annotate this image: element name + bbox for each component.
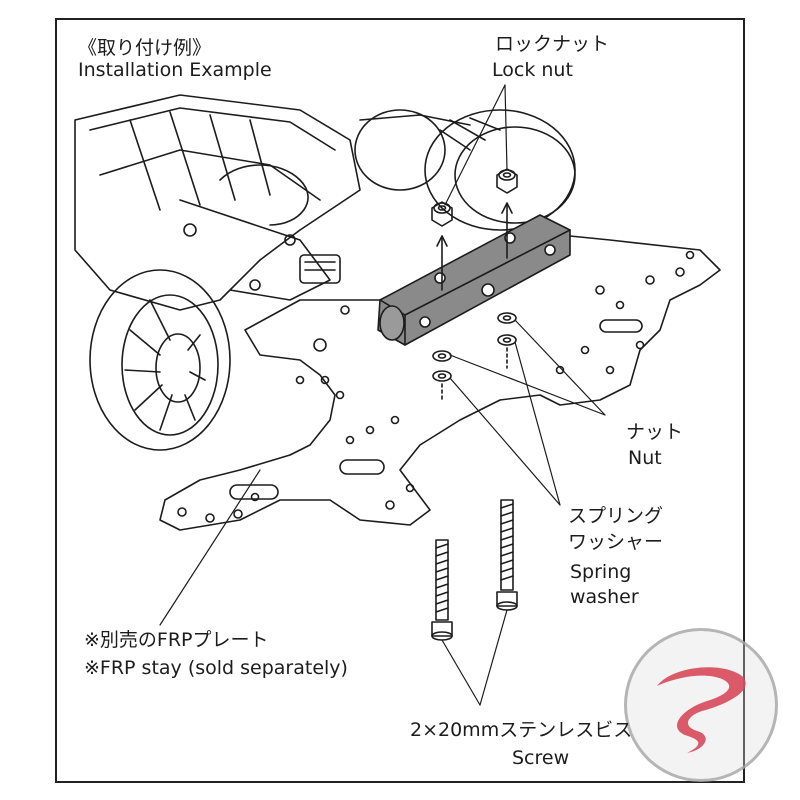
frp-label-jp: ※別売のFRPプレート xyxy=(84,629,269,651)
rear-wheel xyxy=(89,269,231,451)
assembly-arrows xyxy=(436,202,513,291)
roller-stay xyxy=(377,214,571,346)
frp-plate xyxy=(159,234,721,531)
title-jp: 《取り付け例》 xyxy=(78,37,212,59)
lock-nut-label-en: Lock nut xyxy=(492,59,573,81)
watermark-swirl-icon xyxy=(657,667,746,753)
lock-nut-right xyxy=(496,168,518,194)
spring-washer-label-jp-2: ワッシャー xyxy=(568,531,664,553)
spring-washer-label-en-1: Spring xyxy=(570,561,632,583)
screw-right xyxy=(496,499,518,611)
frp-label-en: ※FRP stay (sold separately) xyxy=(84,657,348,679)
lock-nut-label-jp: ロックナット xyxy=(495,33,610,55)
nut-label-en: Nut xyxy=(628,447,662,469)
watermark-badge xyxy=(624,628,778,782)
screw-label-jp: 2×20mmステンレスビス xyxy=(410,719,633,741)
chassis-body xyxy=(74,94,361,352)
leader-lines xyxy=(159,84,606,706)
lock-nut-left xyxy=(431,201,453,227)
spring-washer-label-en-2: washer xyxy=(570,586,639,608)
nuts-and-washers xyxy=(432,312,517,403)
title-en: Installation Example xyxy=(78,59,272,81)
front-wheel xyxy=(354,109,576,231)
screw-label-en: Screw xyxy=(512,747,570,769)
spring-washer-label-jp-1: スプリング xyxy=(568,505,664,527)
nut-label-jp: ナット xyxy=(626,421,684,443)
screw-left xyxy=(431,539,453,641)
